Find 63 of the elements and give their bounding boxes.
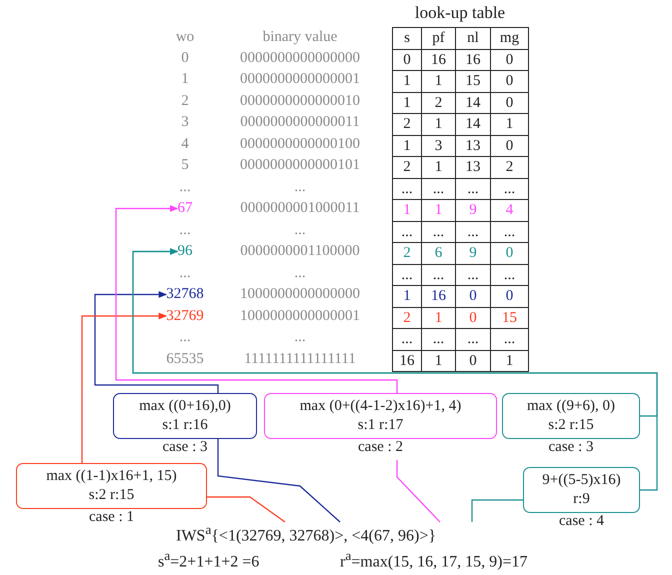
binary-value: 1111111111111111 <box>244 350 356 368</box>
index-value: 65535 <box>166 350 204 368</box>
arrow <box>132 248 658 491</box>
binary-value: 0000000000000000 <box>240 50 360 66</box>
score-text: s:1 r:17 <box>356 416 404 435</box>
binary-value: 1000000000000000 <box>240 286 360 303</box>
column-header: binary value <box>262 29 338 46</box>
binary-value: 0000000000000101 <box>240 157 360 174</box>
column-header: mg <box>490 27 529 50</box>
score-text: r:9 <box>572 490 591 509</box>
interval-expression: IWS$^{a}${<1(32769, 32768)>, <4(67, 96)>} <box>176 522 436 546</box>
leader-line <box>207 496 286 522</box>
formula-text: max ((9+6), 0) <box>526 397 616 416</box>
index-value: 0 <box>181 50 189 66</box>
index-value: 1 <box>181 71 189 88</box>
leader-line <box>217 439 340 522</box>
case-label: case : 3 <box>548 438 594 457</box>
binary-value: 0000000001100000 <box>240 243 360 260</box>
index-value: 3 <box>181 114 189 131</box>
index-value: 2 <box>181 92 189 110</box>
leader-line <box>471 499 523 522</box>
binary-value: ... <box>294 222 306 238</box>
binary-value: 0000000000000001 <box>240 71 360 88</box>
leader-line <box>396 460 440 522</box>
score-text: s:2 r:15 <box>547 416 595 435</box>
formula-text: max ((1-1)x16+1, 15) <box>45 467 178 486</box>
index-value: 96 <box>178 243 192 260</box>
formula-text: max (0+((4-1-2)x16)+1, 4) <box>298 397 462 416</box>
max-equation: r$^{a}$=max(15, 16, 17, 15, 9)=17 <box>340 548 528 572</box>
binary-value: 0000000000000100 <box>240 136 360 152</box>
arrow <box>81 312 168 463</box>
formula-text: max ((0+16),0) <box>138 397 232 416</box>
table-title: look-up table <box>414 3 506 23</box>
score-text: s:2 r:15 <box>88 486 136 505</box>
case-label: case : 1 <box>89 508 134 527</box>
case-label: case : 2 <box>358 438 403 457</box>
binary-value: 0000000000000010 <box>240 92 360 110</box>
binary-value: 0000000001000011 <box>240 200 360 217</box>
table-cell: 1 <box>490 350 529 372</box>
index-value: ... <box>179 178 191 196</box>
score-text: s:1 r:16 <box>161 416 209 435</box>
column-header: s <box>392 27 422 50</box>
case-label: case : 4 <box>559 512 604 531</box>
formula-text: 9+((5-5)x16) <box>541 471 622 490</box>
column-header: wo <box>176 29 194 46</box>
binary-value: ... <box>294 329 306 346</box>
case-label: case : 3 <box>162 438 208 457</box>
table-cell: 16 <box>392 350 422 372</box>
binary-value: 1000000000000001 <box>240 308 360 324</box>
index-value: 67 <box>178 200 192 217</box>
index-value: 4 <box>181 136 189 152</box>
index-value: ... <box>179 264 191 282</box>
index-value: ... <box>179 329 191 346</box>
binary-value: 0000000000000011 <box>240 114 360 131</box>
arrow <box>115 205 398 393</box>
sum-equation: s$^{a}$=2+1+1+2 =6 <box>158 548 260 572</box>
binary-value: ... <box>294 178 306 196</box>
index-value: 32768 <box>166 286 204 303</box>
binary-value: ... <box>294 264 306 282</box>
index-value: 32769 <box>166 308 204 324</box>
arrow <box>94 291 219 393</box>
index-value: ... <box>179 222 191 238</box>
index-value: 5 <box>181 157 189 174</box>
